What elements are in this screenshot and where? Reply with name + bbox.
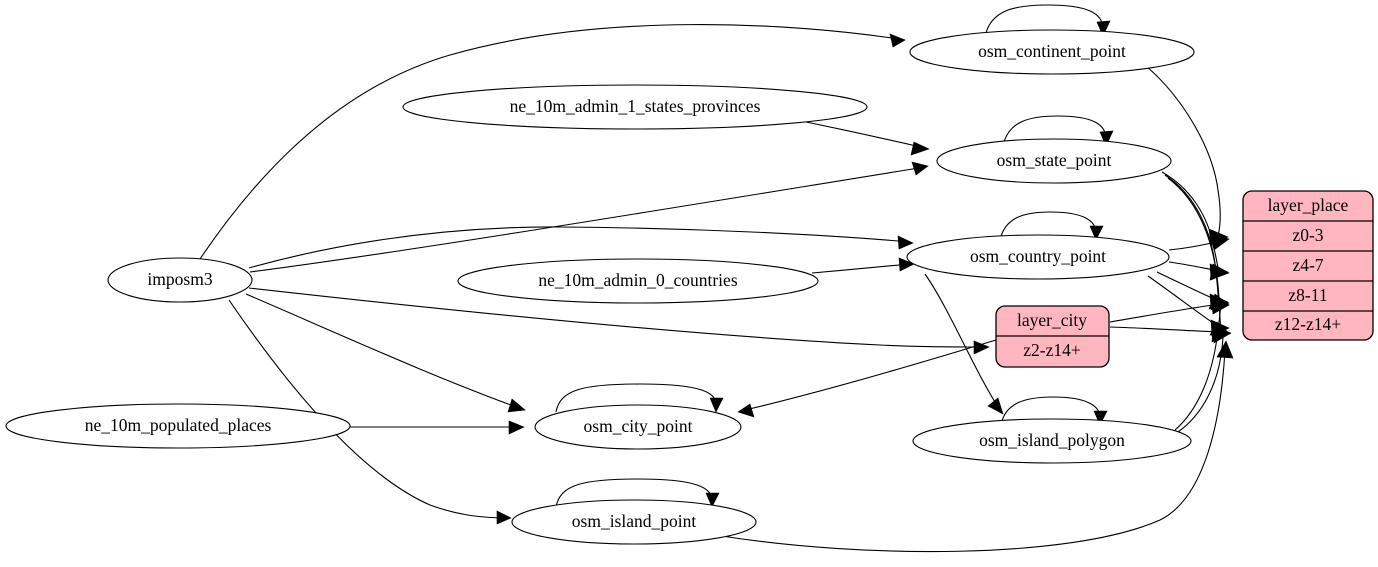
node-label-osm_continent_point: osm_continent_point — [978, 41, 1126, 61]
node-shape-osm_state_point[interactable] — [936, 138, 1172, 184]
edge-self-loop-osm_continent_point — [984, 4, 1104, 38]
node-label-osm_city_point: osm_city_point — [584, 416, 693, 436]
edge-self-loop-osm_state_point — [1002, 115, 1107, 147]
arrowhead-imposm3-osm_continent_point — [889, 33, 906, 48]
node-label-ne_10m_populated_places: ne_10m_populated_places — [85, 415, 272, 435]
arrowhead-layer_city-osm_city_point — [737, 403, 755, 418]
arrowhead-self-loop-osm_state_point — [1099, 130, 1114, 147]
arrowhead-island_polygon-z12 — [1213, 326, 1232, 344]
node-shape-imposm3[interactable] — [107, 257, 253, 303]
node-osm_state_point[interactable]: osm_state_point — [936, 138, 1172, 184]
edge-osm_state_point-to-layer_place-z12 — [1167, 177, 1222, 329]
arrowhead-imposm3-osm_island_point — [496, 510, 512, 525]
record-row-layer_place-z8-11[interactable]: z8-11 — [1288, 285, 1327, 305]
node-ne_10m_admin_1_states_provinces[interactable]: ne_10m_admin_1_states_provinces — [402, 84, 868, 130]
edge-imposm3-to-osm_state_point — [249, 166, 926, 273]
node-shape-osm_city_point[interactable] — [534, 404, 742, 450]
edge-self-loop-osm_city_point — [555, 383, 718, 413]
record-row-layer_city-header: layer_city — [1017, 310, 1087, 330]
record-row-layer_city-z2-z14plus[interactable]: z2-z14+ — [1023, 340, 1081, 360]
node-label-imposm3: imposm3 — [147, 269, 212, 289]
arrowhead-country-island_polygon — [987, 397, 1004, 415]
node-osm_country_point[interactable]: osm_country_point — [906, 234, 1170, 280]
edge-self-loop-osm_island_polygon — [1000, 396, 1101, 426]
node-shape-osm_country_point[interactable] — [906, 234, 1170, 280]
node-label-ne_10m_admin_0_countries: ne_10m_admin_0_countries — [538, 270, 737, 290]
arrowhead-self-loop-osm_continent_point — [1096, 20, 1111, 37]
arrowhead-imposm3-osm_state_point — [911, 161, 929, 176]
node-label-ne_10m_admin_1_states_provinces: ne_10m_admin_1_states_provinces — [510, 96, 761, 116]
edge-layer — [199, 4, 1234, 553]
record-box-layer_place[interactable] — [1242, 190, 1374, 341]
arrowhead-self-loop-osm_city_point — [709, 397, 724, 413]
edge-layer_city-to-layer_place-z12 — [1109, 326, 1222, 333]
node-label-osm_island_polygon: osm_island_polygon — [979, 430, 1125, 450]
record-row-layer_place-z4-7[interactable]: z4-7 — [1292, 255, 1323, 275]
record-row-layer_place-z12-z14plus[interactable]: z12-z14+ — [1275, 314, 1341, 334]
arrowhead-country-z4-7 — [1209, 263, 1230, 281]
arrowhead-island_polygon-z8-11 — [1210, 297, 1230, 315]
node-shape-ne_10m_populated_places[interactable] — [5, 403, 351, 449]
node-ne_10m_admin_0_countries[interactable]: ne_10m_admin_0_countries — [457, 258, 819, 304]
node-shape-osm_continent_point[interactable] — [909, 29, 1195, 75]
node-shape-osm_island_polygon[interactable] — [912, 418, 1192, 464]
node-label-osm_island_point: osm_island_point — [572, 511, 697, 531]
arrowhead-self-loop-osm_island_polygon — [1093, 410, 1108, 426]
node-label-osm_country_point: osm_country_point — [970, 246, 1106, 266]
node-osm_city_point[interactable]: osm_city_point — [534, 404, 742, 450]
node-osm_island_point[interactable]: osm_island_point — [511, 499, 757, 545]
edge-imposm3-to-osm_city_point — [245, 293, 523, 410]
edge-imposm3-to-layer_city — [248, 287, 986, 348]
edge-ne_10m_admin_1_states_provinces-to-osm_state_point — [805, 121, 926, 149]
edge-imposm3-to-osm_island_point — [228, 299, 509, 519]
arrowhead-island_point-z12 — [1216, 340, 1234, 359]
edge-osm_island_point-to-layer_place-z12 — [721, 349, 1226, 553]
edge-osm_state_point-to-layer_place-z4-7 — [1161, 171, 1220, 273]
arrowhead-imposm3-osm_city_point — [507, 398, 526, 413]
arrowhead-self-loop-osm_island_point — [705, 492, 720, 508]
record-node-layer_place[interactable]: layer_place z0-3 z4-7 z8-11 z12-z14+ — [1242, 190, 1374, 341]
node-layer: imposm3 ne_10m_admin_1_states_provinces … — [5, 29, 1374, 545]
edge-self-loop-osm_island_point — [555, 478, 713, 508]
node-shape-ne_10m_admin_0_countries[interactable] — [457, 258, 819, 304]
node-ne_10m_populated_places[interactable]: ne_10m_populated_places — [5, 403, 351, 449]
node-label-osm_state_point: osm_state_point — [997, 150, 1112, 170]
arrowhead-imposm3-osm_country_point — [897, 235, 914, 250]
record-node-layer_city[interactable]: layer_city z2-z14+ — [995, 305, 1110, 368]
node-imposm3[interactable]: imposm3 — [107, 257, 253, 303]
arrowhead-country-z0-3 — [1209, 233, 1230, 251]
edge-imposm3-to-osm_continent_point — [199, 24, 906, 260]
node-shape-ne_10m_admin_1_states_provinces[interactable] — [402, 84, 868, 130]
node-shape-osm_island_point[interactable] — [511, 499, 757, 545]
edge-osm_continent_point-to-layer_place-z0-3 — [1145, 65, 1221, 237]
edge-layer_city-to-osm_city_point — [744, 339, 997, 411]
arrowhead-countries-osm_country_point — [898, 257, 915, 272]
edge-layer_city-to-layer_place-z8-11 — [1109, 303, 1221, 323]
record-row-layer_place-z0-3[interactable]: z0-3 — [1292, 225, 1323, 245]
edge-ne_10m_admin_0_countries-to-osm_country_point — [811, 263, 911, 274]
edge-osm_island_polygon-to-layer_place-z12 — [1177, 333, 1224, 433]
edge-imposm3-to-osm_country_point — [248, 226, 911, 269]
node-osm_continent_point[interactable]: osm_continent_point — [909, 29, 1195, 75]
record-row-layer_place-header: layer_place — [1268, 195, 1349, 215]
edge-self-loop-osm_country_point — [999, 211, 1097, 241]
arrowhead-populated_places-osm_city_point — [508, 420, 525, 435]
edge-osm_country_point-to-osm_island_polygon — [924, 273, 1001, 411]
arrowhead-self-loop-osm_country_point — [1089, 225, 1104, 241]
node-osm_island_polygon[interactable]: osm_island_polygon — [912, 418, 1192, 464]
arrowhead-states_provinces-osm_state_point — [910, 141, 930, 156]
